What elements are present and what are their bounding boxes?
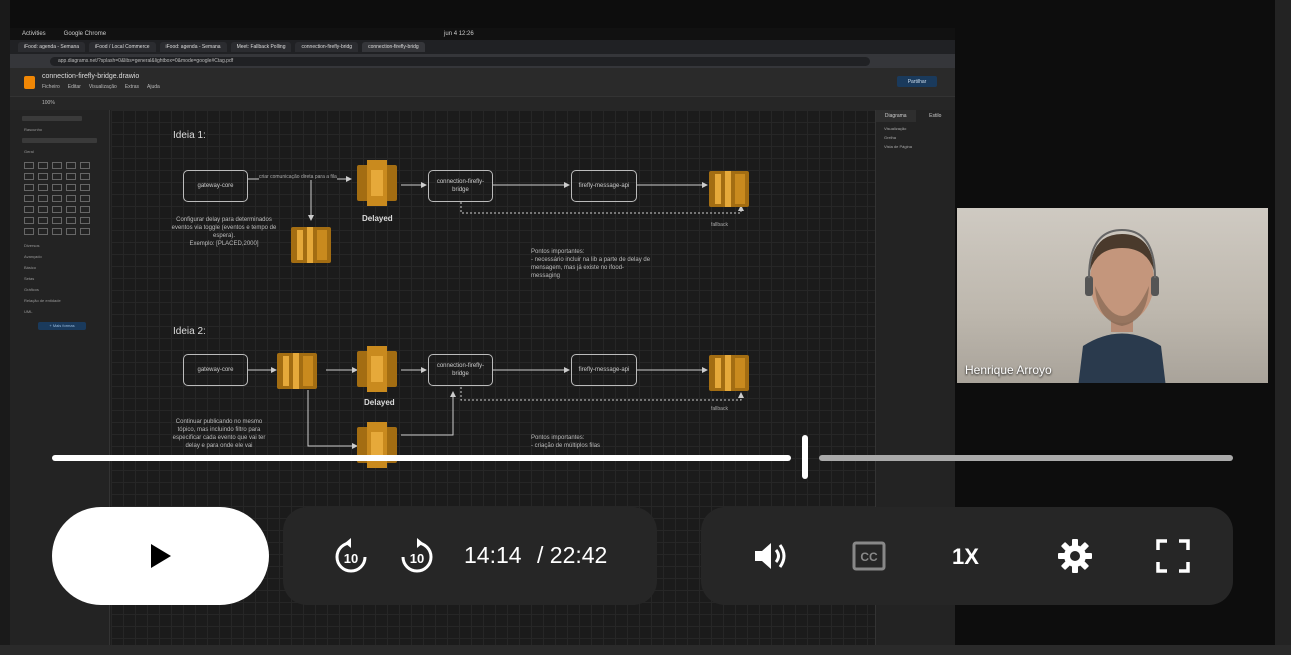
browser-tab: iFood: agenda - Semana (18, 42, 86, 52)
drawio-logo-icon (24, 76, 35, 89)
sidebar-section: Diversos (24, 243, 40, 248)
forward-10-icon: 10 (401, 538, 433, 573)
idea2-fallback-label: fallback (711, 406, 728, 412)
drawio-menu-item: Ficheiro (42, 84, 60, 90)
os-activities: Activities (22, 31, 46, 37)
format-tab-diagram: Diagrama (876, 110, 916, 122)
seek-bar-played (52, 455, 791, 461)
sidebar-section: Básico (24, 265, 37, 270)
current-time: 14:14 (464, 542, 522, 568)
volume-button[interactable] (749, 534, 793, 578)
shape-grid (24, 162, 95, 235)
rewind-10-button[interactable]: 10 (329, 534, 373, 578)
format-item: Visualização (884, 126, 907, 131)
webcam-tile: Henrique Arroyo (957, 208, 1268, 383)
browser-url-bar: app.diagrams.net/?splash=0&libs=general&… (10, 54, 955, 68)
sidebar-search (22, 116, 82, 121)
os-top-bar: Activities Google Chrome jun 4 12:26 (10, 28, 955, 40)
captions-icon: CC (852, 541, 886, 571)
browser-tabs: iFood: agenda - Semana iFood / Local Com… (10, 40, 955, 54)
sidebar-section: Gráficos (24, 287, 39, 292)
total-time: / 22:42 (537, 542, 608, 568)
forward-10-button[interactable]: 10 (395, 534, 439, 578)
drawio-menu-item: Extras (124, 84, 140, 90)
browser-tab: connection-firefly-bridg (295, 42, 359, 52)
idea1-config-note: Configurar delay para determinados event… (171, 217, 277, 247)
idea2-gateway-box: gateway-core (183, 354, 248, 386)
playback-speed-button[interactable]: 1X (952, 544, 979, 569)
idea1-api-box: firefly-message-api (571, 170, 637, 202)
format-tab-style: Estilo (929, 113, 942, 119)
participant-name: Henrique Arroyo (965, 363, 1052, 377)
os-app-name: Google Chrome (63, 31, 107, 37)
browser-tab-active: connection-firefly-bridg (362, 42, 425, 52)
drawio-menu: Ficheiro Editar Visualização Extras Ajud… (42, 84, 160, 90)
url-field: app.diagrams.net/?splash=0&libs=general&… (50, 56, 870, 66)
idea1-delayed-label: Delayed (362, 214, 393, 223)
sidebar-section: Setas (24, 276, 35, 281)
drawio-menu-item: Visualização (88, 84, 117, 90)
rewind-10-icon: 10 (335, 538, 367, 573)
sidebar-section: Avançado (24, 254, 42, 259)
sidebar-section: Rascunho (24, 127, 43, 132)
more-shapes-button: + Mais formas (38, 322, 86, 330)
player-settings-controls: CC 1X (701, 507, 1233, 605)
drawio-share-button: Partilhar (897, 76, 937, 87)
sidebar-drop-area (22, 138, 97, 143)
drawio-menu-item: Ajuda (147, 84, 160, 90)
drawio-file-title: connection-firefly-bridge.drawio (42, 73, 140, 80)
idea2-bridge-box: connection-firefly-bridge (428, 354, 493, 386)
page-bottom-strip (0, 645, 1291, 655)
idea1-fallback-label: fallback (711, 222, 728, 228)
captions-button[interactable]: CC (847, 534, 891, 578)
drawio-zoom: 100% (42, 100, 55, 106)
participant-video (1078, 228, 1166, 383)
idea2-title: Ideia 2: (173, 326, 206, 337)
browser-tab: iFood / Local Commerce (89, 42, 156, 52)
idea1-edge-label: criar comunicação direta para a fila (259, 174, 337, 180)
sidebar-section: Geral (24, 149, 34, 154)
idea1-gateway-box: gateway-core (183, 170, 248, 202)
idea1-points-note: Pontos importantes: - necessário incluir… (531, 249, 651, 279)
idea2-api-box: firefly-message-api (571, 354, 637, 386)
browser-tab: iFood: agenda - Semana (159, 42, 227, 52)
seek-bar-remaining (819, 455, 1233, 461)
svg-text:CC: CC (860, 550, 878, 564)
settings-button[interactable] (1053, 534, 1097, 578)
video-frame: Activities Google Chrome jun 4 12:26 iFo… (10, 0, 1275, 645)
page-right-strip (1275, 0, 1291, 645)
play-icon (150, 544, 171, 568)
volume-icon (755, 543, 786, 569)
idea1-title: Ideia 1: (173, 130, 206, 141)
idea2-continue-note: Continuar publicando no mesmo tópico, ma… (172, 419, 266, 449)
playback-controls: 10 10 14:14 / 22:42 (283, 507, 657, 605)
svg-text:10: 10 (410, 551, 424, 566)
fullscreen-button[interactable] (1151, 534, 1195, 578)
seek-bar-thumb[interactable] (802, 435, 808, 479)
drawio-menu-item: Editar (67, 84, 81, 90)
sqs-icons (277, 160, 749, 468)
browser-tab: Meet: Fallback Polling (230, 42, 292, 52)
diagram-connectors (248, 160, 749, 468)
play-button[interactable] (52, 507, 269, 605)
sidebar-section: Relação de entidade (24, 298, 61, 303)
svg-text:10: 10 (344, 551, 358, 566)
format-item: Vista de Página (884, 144, 912, 149)
fullscreen-icon (1156, 539, 1190, 573)
idea2-delayed-label: Delayed (364, 398, 395, 407)
idea2-points-note: Pontos importantes: - criação de múltipl… (531, 435, 601, 449)
drawio-toolbar: 100% (10, 96, 955, 110)
sidebar-section: UML (24, 309, 33, 314)
gear-icon (1058, 539, 1092, 573)
format-item: Grelha (884, 135, 897, 140)
os-clock: jun 4 12:26 (444, 31, 474, 37)
seek-bar[interactable] (52, 435, 1233, 479)
drawio-header: connection-firefly-bridge.drawio Ficheir… (10, 68, 955, 96)
idea1-bridge-box: connection-firefly-bridge (428, 170, 493, 202)
